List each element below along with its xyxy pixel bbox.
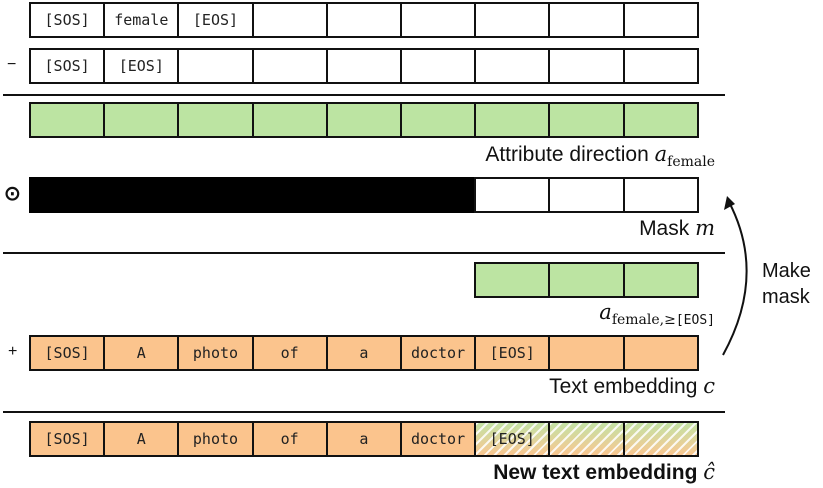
green-cell [325, 102, 402, 138]
mask-white-cell [474, 177, 551, 213]
spacer [177, 262, 253, 298]
prompt-attribute-row: [SOS] female [EOS] [29, 2, 699, 38]
label-text: New text embedding [493, 461, 704, 484]
token-cell: a [325, 335, 402, 371]
green-cell [474, 102, 551, 138]
spacer [29, 262, 105, 298]
green-cell [251, 102, 328, 138]
mask-black-cell [251, 177, 328, 213]
mask-label: Mask m [639, 216, 715, 241]
mask-black-cell [177, 177, 254, 213]
green-cell [103, 102, 180, 138]
green-cell [622, 102, 699, 138]
token-cell: [EOS] [103, 48, 180, 84]
math-subscript-token: [EOS] [675, 313, 715, 328]
divider-line [3, 411, 725, 413]
token-cell [622, 2, 699, 38]
spacer [326, 262, 402, 298]
mask-black-cell [29, 177, 106, 213]
green-cell [177, 102, 254, 138]
math-symbol: ĉ [703, 460, 715, 484]
token-cell [399, 2, 477, 38]
green-cell [622, 262, 699, 298]
token-cell: a [325, 421, 402, 457]
token-cell [548, 48, 625, 84]
text-embedding-label: Text embedding c [549, 374, 715, 399]
mask-white-cell [622, 177, 699, 213]
token-cell: A [103, 335, 180, 371]
token-cell [622, 335, 699, 371]
token-cell [548, 2, 625, 38]
token-cell: [EOS] [474, 335, 551, 371]
label-text: Text embedding [549, 375, 704, 398]
token-cell [474, 2, 551, 38]
token-cell: photo [177, 335, 254, 371]
token-cell [325, 2, 402, 38]
attribute-direction-label: Attribute direction afemale [485, 142, 715, 170]
token-cell: of [251, 335, 328, 371]
new-text-embedding-label: New text embedding ĉ [493, 460, 715, 485]
mask-black-cell [399, 177, 477, 213]
hatched-token-cell: [EOS] [474, 421, 551, 457]
hadamard-operator-icon: ⊙ [4, 183, 21, 205]
token-cell [325, 48, 402, 84]
masked-attribute-label: afemale,≥[EOS] [599, 300, 715, 328]
math-subscript: female,≥ [611, 312, 676, 328]
hatched-token-cell [622, 421, 699, 457]
token-cell [399, 48, 477, 84]
label-text: Attribute direction [485, 143, 655, 166]
new-text-embedding-row: [SOS] A photo of a doctor [EOS] [29, 421, 699, 457]
token-cell: [SOS] [29, 48, 106, 84]
hatched-token-cell [548, 421, 625, 457]
token-cell: doctor [399, 421, 477, 457]
spacer [252, 262, 328, 298]
token-cell [251, 48, 328, 84]
mask-black-cell [103, 177, 180, 213]
token-cell: [EOS] [177, 2, 254, 38]
divider-line [3, 94, 725, 96]
spacer [103, 262, 179, 298]
attribute-direction-row [29, 102, 699, 138]
token-cell [622, 48, 699, 84]
divider-line [3, 252, 725, 254]
token-cell: [SOS] [29, 335, 106, 371]
token-cell: of [251, 421, 328, 457]
make-mask-label: Make mask [762, 258, 811, 310]
math-symbol: a [654, 142, 668, 166]
prompt-null-row: [SOS] [EOS] [29, 48, 699, 84]
mask-white-cell [548, 177, 625, 213]
green-cell [474, 262, 551, 298]
green-cell [548, 262, 625, 298]
token-cell: A [103, 421, 180, 457]
token-cell: photo [177, 421, 254, 457]
token-cell [474, 48, 551, 84]
masked-attribute-row [29, 262, 699, 298]
make-mask-arrow-icon [722, 196, 748, 356]
green-cell [29, 102, 106, 138]
minus-operator: − [7, 56, 17, 73]
spacer [400, 262, 476, 298]
label-line: mask [762, 286, 810, 308]
token-cell [548, 335, 625, 371]
token-cell [251, 2, 328, 38]
text-embedding-row: [SOS] A photo of a doctor [EOS] [29, 335, 699, 371]
plus-operator: + [8, 343, 18, 360]
token-cell: [SOS] [29, 421, 106, 457]
math-symbol: c [703, 374, 715, 398]
math-symbol: a [599, 300, 612, 324]
label-line: Make [762, 260, 811, 282]
token-cell: doctor [399, 335, 477, 371]
green-cell [399, 102, 477, 138]
token-cell: [SOS] [29, 2, 106, 38]
token-cell: female [103, 2, 180, 38]
math-symbol: m [695, 216, 715, 240]
green-cell [548, 102, 625, 138]
token-cell [177, 48, 254, 84]
mask-black-cell [325, 177, 402, 213]
label-text: Mask [639, 217, 696, 240]
mask-row [29, 177, 699, 213]
math-subscript: female [667, 154, 715, 170]
